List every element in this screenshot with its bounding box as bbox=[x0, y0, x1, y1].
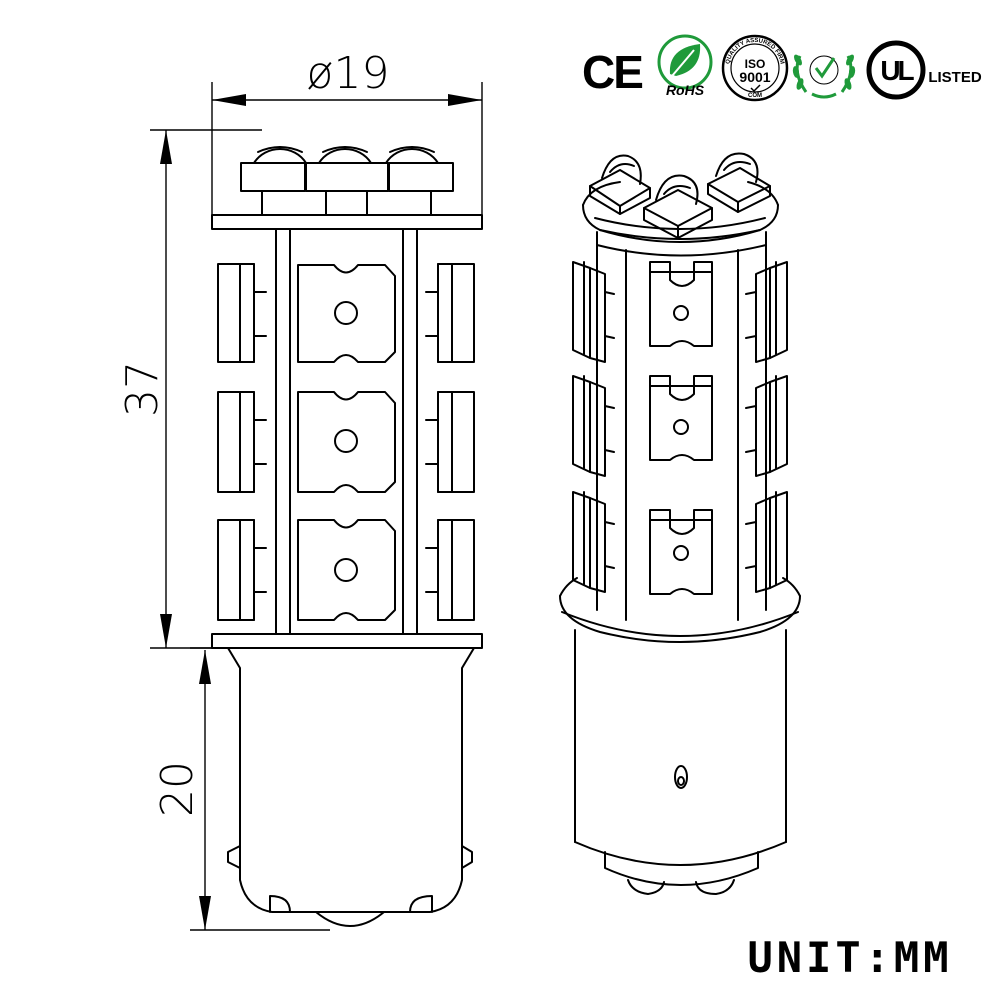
iso-number-label: 9001 bbox=[739, 69, 770, 85]
laurel-check-icon bbox=[792, 54, 856, 99]
base-height-label: 20 bbox=[152, 761, 203, 817]
iso-sub-label: COM bbox=[748, 93, 762, 99]
top-plate bbox=[211, 214, 483, 230]
top-led-group bbox=[240, 146, 454, 216]
body-height-label: 37 bbox=[117, 361, 168, 417]
rohs-leaf-icon: RoHS bbox=[657, 34, 713, 98]
front-led-column bbox=[297, 264, 396, 621]
side-led-column-left-perspective bbox=[572, 261, 615, 593]
bulb-base-front bbox=[227, 647, 475, 927]
diameter-dimension: ø19 bbox=[211, 48, 483, 215]
rohs-label: RoHS bbox=[666, 82, 705, 98]
ul-mark-label: UL bbox=[880, 55, 914, 86]
unit-label: UNIT:MM bbox=[747, 933, 952, 982]
certification-logos: CE RoHS QUALITY ASSURED FIRM ISO 9001 CO… bbox=[582, 34, 982, 102]
base-height-dimension: 20 bbox=[152, 647, 330, 931]
ul-listed-icon: UL LISTED bbox=[866, 40, 982, 100]
side-led-column-right-perspective bbox=[745, 261, 788, 593]
diameter-label: ø19 bbox=[307, 48, 390, 99]
body-height-dimension: 37 bbox=[117, 129, 262, 649]
top-led-group-perspective bbox=[589, 152, 771, 239]
side-led-column-right bbox=[425, 263, 475, 621]
side-led-column-left bbox=[217, 263, 267, 621]
bulb-base-perspective bbox=[574, 629, 787, 895]
iso-main-label: ISO bbox=[745, 57, 766, 71]
front-view bbox=[211, 146, 483, 927]
perspective-view bbox=[559, 152, 801, 895]
bottom-plate bbox=[211, 633, 483, 649]
iso-9001-seal-icon: QUALITY ASSURED FIRM ISO 9001 COM bbox=[721, 34, 789, 102]
ce-mark-icon: CE bbox=[582, 46, 644, 98]
ul-listed-label: LISTED bbox=[928, 69, 982, 86]
ce-label: CE bbox=[582, 46, 642, 98]
front-led-column-perspective bbox=[649, 261, 713, 595]
